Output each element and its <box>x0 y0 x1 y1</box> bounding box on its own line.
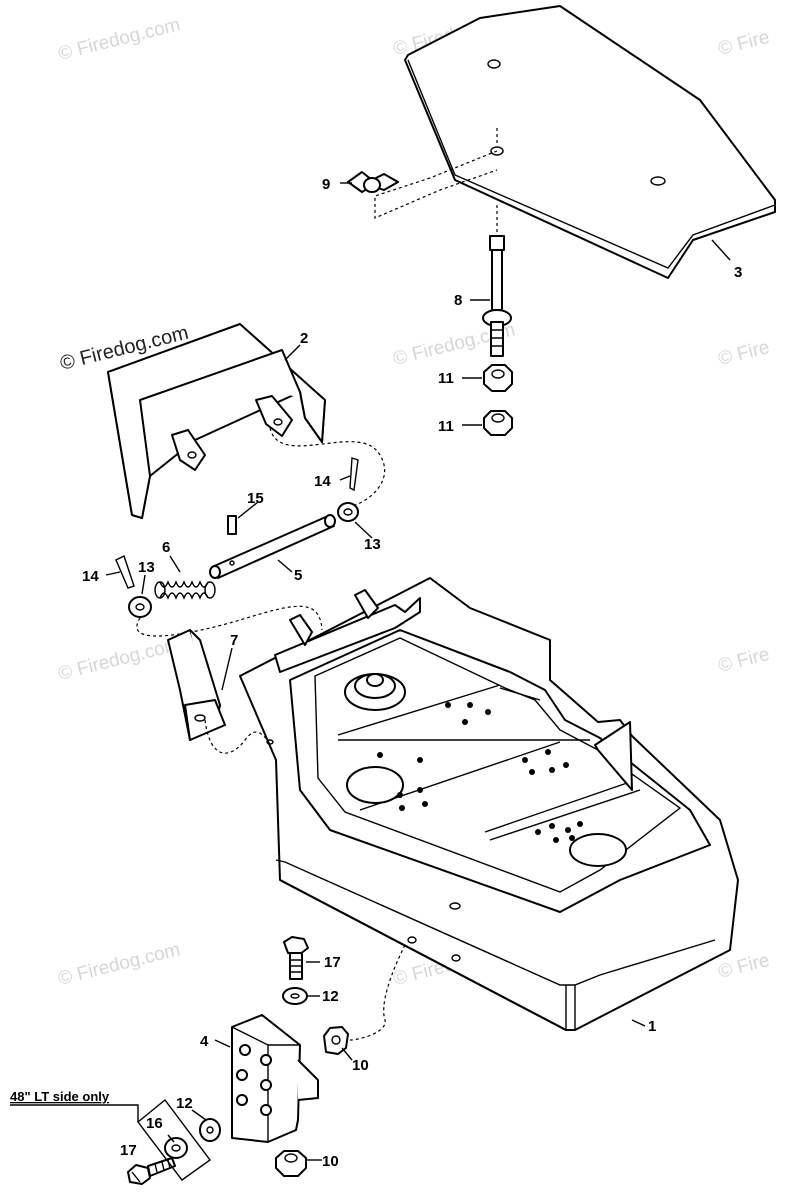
watermark: © Fire <box>716 27 772 60</box>
callout-14: 14 <box>82 568 99 585</box>
callout-8: 8 <box>454 292 462 309</box>
callout-7: 7 <box>230 632 238 649</box>
callout-14: 14 <box>314 473 331 490</box>
callout-9: 9 <box>322 176 330 193</box>
part-6-spring <box>154 580 216 600</box>
part-13-washer-lower <box>128 596 152 618</box>
callout-10: 10 <box>352 1057 369 1074</box>
watermark: © Firedog.com <box>56 14 182 65</box>
part-12-washer-upper <box>282 987 308 1005</box>
part-14-cotter-pin-lower <box>115 555 135 589</box>
watermark: © Fire <box>716 644 772 677</box>
leader-lines <box>105 182 731 1183</box>
part-10-nut-lower <box>275 1150 307 1177</box>
callout-10: 10 <box>322 1153 339 1170</box>
part-5-pivot-rod <box>209 514 336 579</box>
callout-16: 16 <box>146 1115 163 1132</box>
callout-17: 17 <box>120 1142 137 1159</box>
part-11-nut-lower <box>483 410 513 436</box>
watermark: © Fire <box>716 337 772 370</box>
part-1-deck-housing <box>239 577 739 1031</box>
callout-12: 12 <box>322 988 339 1005</box>
part-13-washer-upper <box>337 502 359 522</box>
side-only-note: 48" LT side only <box>10 1089 110 1104</box>
part-15-roll-pin <box>227 515 237 535</box>
callout-3: 3 <box>734 264 742 281</box>
part-8-stud <box>482 235 512 357</box>
part-3-plate <box>404 5 776 279</box>
part-7-bracket <box>167 629 226 741</box>
callout-5: 5 <box>294 567 302 584</box>
callout-15: 15 <box>247 490 264 507</box>
part-10-nut-upper <box>323 1026 349 1055</box>
part-4-spacer-block <box>231 1014 319 1143</box>
part-17-bolt-upper <box>283 936 309 980</box>
part-17-bolt-lower <box>127 1157 176 1185</box>
part-9-wing-nut <box>347 171 399 193</box>
callout-6: 6 <box>162 539 170 556</box>
part-14-cotter-pin-upper <box>349 457 359 492</box>
callout-labels: 1 2 3 4 5 6 7 8 9 10 10 11 11 12 12 13 1… <box>82 176 742 1170</box>
callout-17: 17 <box>324 954 341 971</box>
callout-12: 12 <box>176 1095 193 1112</box>
watermark: © Firedog.com <box>56 939 182 990</box>
callout-11: 11 <box>438 418 454 435</box>
part-2-chute-cover <box>107 323 326 519</box>
watermark: © Firedog.com <box>56 634 182 685</box>
callout-13: 13 <box>138 559 155 576</box>
part-16-inset-box <box>137 1098 211 1181</box>
callout-1: 1 <box>648 1018 656 1035</box>
callout-4: 4 <box>200 1033 209 1050</box>
callout-2: 2 <box>300 330 308 347</box>
part-12-washer-lower <box>199 1118 221 1142</box>
callout-13: 13 <box>364 536 381 553</box>
part-11-nut-upper <box>483 364 513 392</box>
callout-11: 11 <box>438 370 454 387</box>
watermark: © Fire <box>716 950 772 983</box>
